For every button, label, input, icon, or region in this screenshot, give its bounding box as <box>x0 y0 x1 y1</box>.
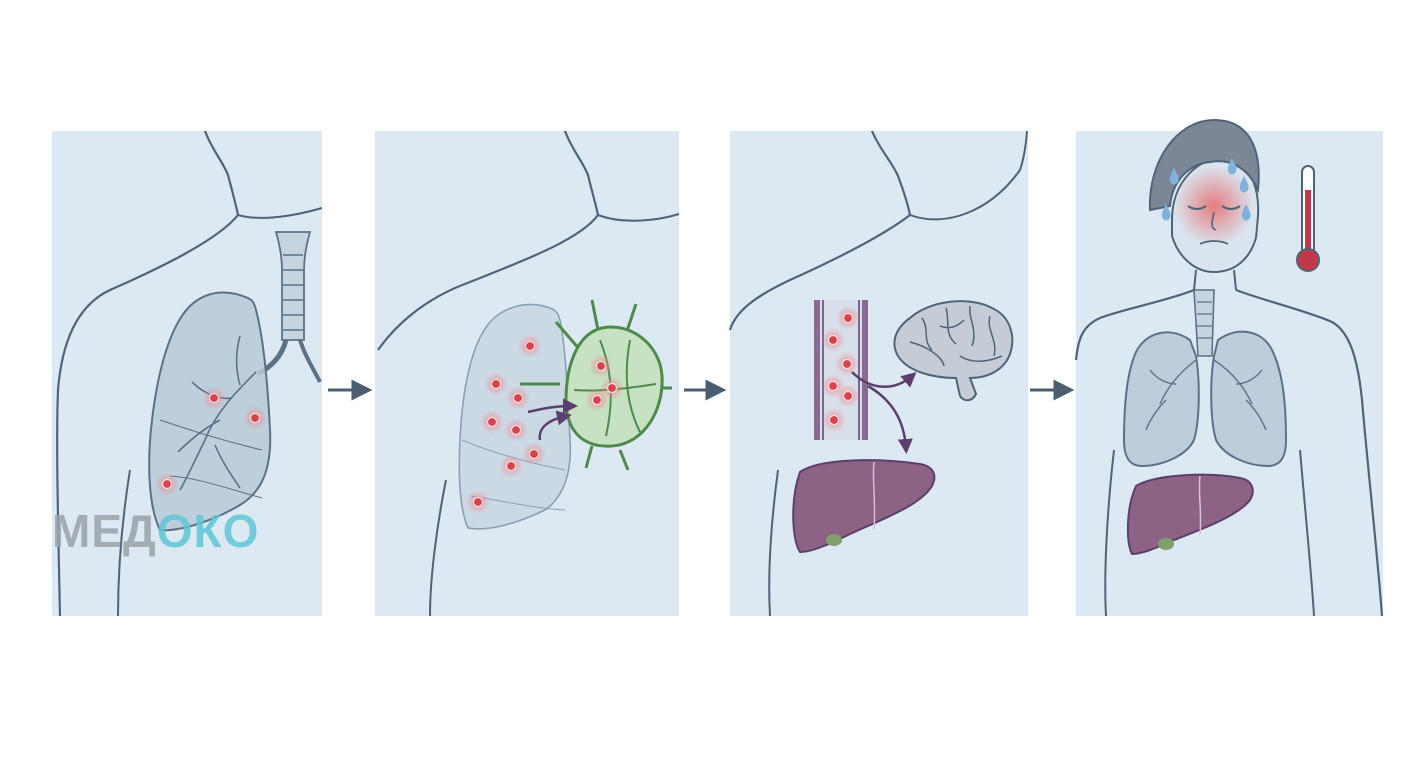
bacteria-icon <box>821 328 845 352</box>
bacteria-icon <box>585 388 609 412</box>
bacteria-icon <box>484 372 508 396</box>
logo-text-part1: МЕД <box>52 505 157 557</box>
bacteria-icon <box>155 472 179 496</box>
bacteria-icon <box>466 490 490 514</box>
logo: МЕДОКО <box>52 508 259 554</box>
bacteria-icon <box>822 408 846 432</box>
bacteria-icon <box>518 334 542 358</box>
stage-4-panel <box>1076 120 1383 616</box>
bacteria-icon <box>243 406 267 430</box>
bacteria-icon <box>836 306 860 330</box>
bacteria-icon <box>202 386 226 410</box>
logo-text-part2: ОКО <box>157 505 260 557</box>
bacteria-icon <box>504 418 528 442</box>
bacteria-icon <box>499 454 523 478</box>
bacteria-icon <box>506 386 530 410</box>
bacteria-icon <box>835 352 859 376</box>
bacteria-icon <box>522 442 546 466</box>
stage-2-panel <box>375 131 679 616</box>
bacteria-icon <box>589 354 613 378</box>
stage-3-panel <box>730 131 1028 616</box>
bacteria-icon <box>836 384 860 408</box>
bacteria-icon <box>480 410 504 434</box>
